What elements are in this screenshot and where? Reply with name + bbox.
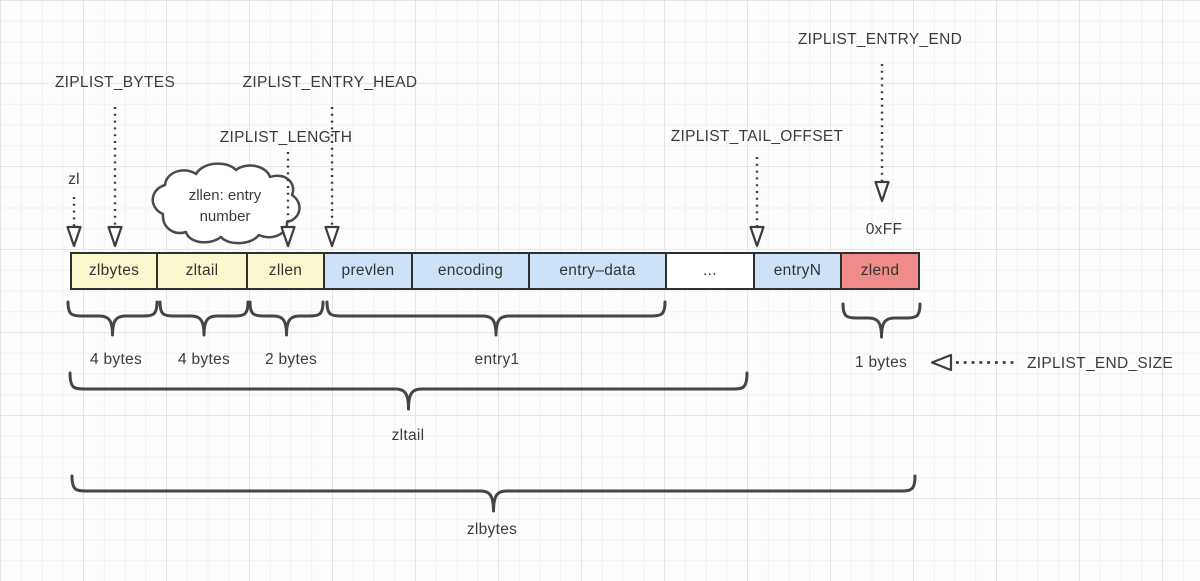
ziplist-bytes-arrowhead-icon	[107, 225, 123, 248]
field-size-braces	[66, 300, 922, 513]
ziplist-entry-end-label: ZIPLIST_ENTRY_END	[797, 31, 963, 48]
ziplist-length-label: ZIPLIST_LENGTH	[219, 129, 353, 146]
cell-zlend: zlend	[840, 252, 920, 290]
cell-entryN: entryN	[753, 252, 842, 290]
ziplist-cells-row: zlbytes zltail zllen prevlen encoding en…	[70, 252, 920, 290]
ziplist-end-size-label: ZIPLIST_END_SIZE	[1027, 355, 1174, 372]
ziplist-entry-end-arrowhead-icon	[874, 180, 890, 203]
ziplist-length-arrowhead-icon	[280, 225, 296, 248]
pointer-arrows	[72, 64, 884, 227]
ziplist-entry-head-arrowhead-icon	[324, 225, 340, 248]
size-label-zlbytes-field: 4 bytes	[89, 351, 143, 368]
brace-zltail-span	[68, 371, 749, 411]
span-label-zlbytes: zlbytes	[466, 521, 518, 538]
zl-arrowhead-icon	[66, 225, 82, 248]
brace-zlbytes-span	[70, 474, 917, 513]
brace-zltail-field	[158, 300, 250, 337]
cell-encoding: encoding	[411, 252, 530, 290]
cloud-callout	[151, 162, 301, 245]
cell-ellipsis: ...	[665, 252, 755, 290]
brace-entry1	[325, 300, 667, 337]
end-size-arrow	[930, 353, 1017, 372]
brace-zllen-field	[248, 300, 325, 337]
pointer-arrowheads	[66, 180, 890, 248]
brace-zlbytes-field	[66, 300, 159, 337]
cell-entry-data: entry–data	[528, 252, 667, 290]
size-label-zlend-field: 1 bytes	[854, 354, 908, 371]
cell-prevlen: prevlen	[323, 252, 413, 290]
end-size-arrowhead-icon	[930, 353, 953, 372]
zlend-value-label: 0xFF	[865, 221, 903, 238]
size-label-zllen-field: 2 bytes	[264, 351, 318, 368]
ziplist-tail-offset-label: ZIPLIST_TAIL_OFFSET	[670, 128, 844, 145]
ziplist-entry-head-label: ZIPLIST_ENTRY_HEAD	[242, 74, 418, 91]
zl-label: zl	[68, 171, 80, 188]
brace-zlend-field	[841, 302, 922, 339]
ziplist-bytes-label: ZIPLIST_BYTES	[54, 74, 176, 91]
ziplist-tail-offset-arrowhead-icon	[749, 225, 765, 248]
cell-zltail: zltail	[156, 252, 248, 290]
cloud-note-text: zllen: entry number	[188, 187, 262, 225]
size-label-zltail-field: 4 bytes	[177, 351, 231, 368]
span-label-zltail: zltail	[391, 427, 425, 444]
size-label-entry1: entry1	[474, 351, 520, 368]
cell-zllen: zllen	[246, 252, 325, 290]
cell-zlbytes: zlbytes	[70, 252, 158, 290]
